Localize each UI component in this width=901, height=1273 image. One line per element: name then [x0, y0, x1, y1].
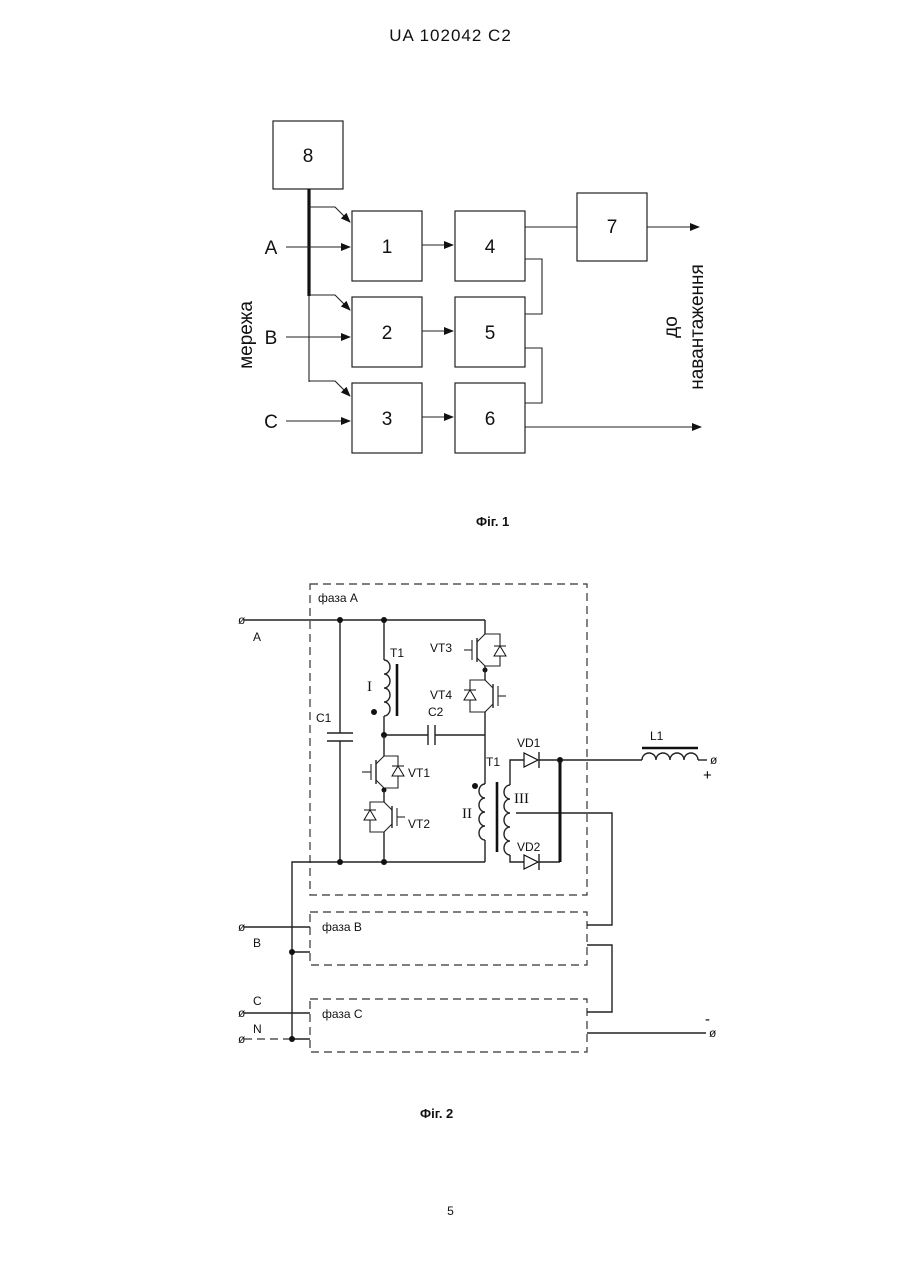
- vt2-label: VT2: [408, 817, 430, 831]
- t1-bottom-label: T1: [486, 755, 500, 769]
- l1-label: L1: [650, 729, 664, 743]
- winding-iii-label: III: [514, 791, 529, 807]
- vd1-label: VD1: [517, 736, 541, 750]
- fig1-block-diagram: 8 1 2 3 4 5 6 7 A B C мережа до наван: [236, 121, 708, 453]
- fig2-circuit-diagram: фаза А фаза В фаза С ø А ø В ø С ø N C1: [238, 584, 718, 1052]
- input-c-label2: С: [253, 994, 262, 1008]
- input-c-label: C: [264, 412, 278, 433]
- c1-label: C1: [316, 711, 332, 725]
- input-a-label: A: [265, 238, 278, 259]
- winding-i-label: I: [367, 679, 372, 695]
- terminal-plus-symbol: ø: [710, 753, 718, 767]
- phase-c-label: фаза С: [322, 1007, 363, 1021]
- phase-a-box: [310, 584, 587, 895]
- load-label-2: навантаження: [687, 264, 708, 390]
- fig2-caption: Фіг. 2: [420, 1106, 453, 1121]
- block-7-label: 7: [607, 217, 618, 238]
- minus-label: -: [705, 1011, 710, 1028]
- input-a-label2: А: [253, 630, 261, 644]
- winding-ii-label: II: [462, 806, 472, 822]
- vt4-label: VT4: [430, 688, 452, 702]
- block-8-label: 8: [303, 146, 314, 167]
- phase-a-label: фаза А: [318, 591, 358, 605]
- page-number: 5: [0, 1204, 901, 1218]
- block-3-label: 3: [382, 409, 393, 430]
- input-b-label: B: [265, 328, 278, 349]
- network-label: мережа: [236, 301, 257, 369]
- load-label-1: до: [661, 316, 682, 338]
- plus-label: +: [703, 767, 712, 784]
- t1-top-label: T1: [390, 646, 404, 660]
- vt3-label: VT3: [430, 641, 452, 655]
- fig1-caption: Фіг. 1: [476, 514, 509, 529]
- block-6-label: 6: [485, 409, 496, 430]
- input-n-label: N: [253, 1022, 262, 1036]
- block-4-label: 4: [485, 237, 496, 258]
- input-b-label2: В: [253, 936, 261, 950]
- block-1-label: 1: [382, 237, 393, 258]
- vd2-label: VD2: [517, 840, 541, 854]
- c2-label: C2: [428, 705, 444, 719]
- block-5-label: 5: [485, 323, 496, 344]
- phase-b-label: фаза В: [322, 920, 362, 934]
- block-2-label: 2: [382, 323, 393, 344]
- vt1-label: VT1: [408, 766, 430, 780]
- terminal-minus-symbol: ø: [709, 1026, 717, 1040]
